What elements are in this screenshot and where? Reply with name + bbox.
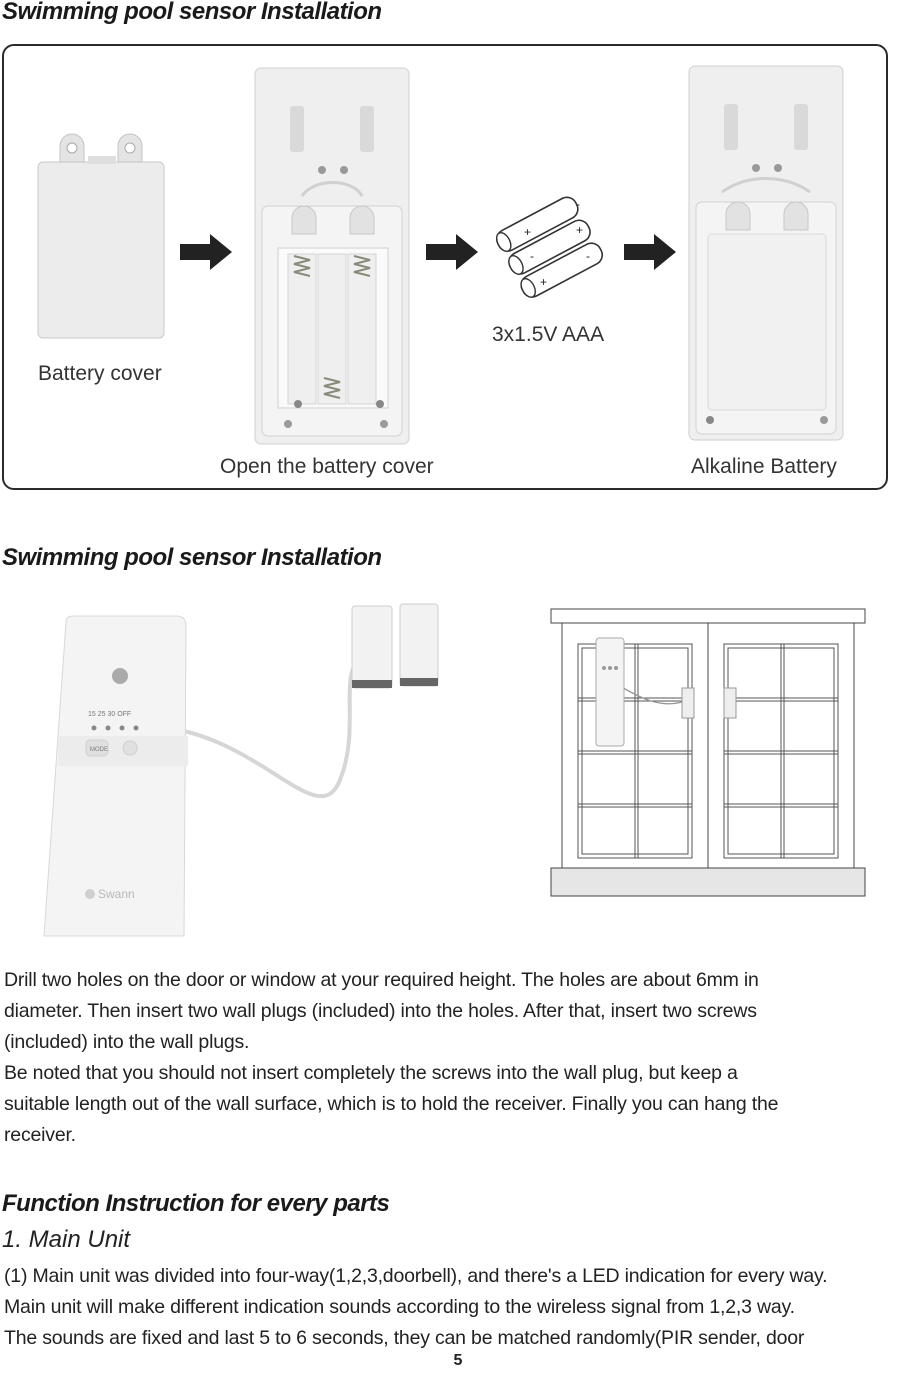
battery-plus-mark: + (524, 225, 531, 239)
description-line: The sounds are fixed and last 5 to 6 sec… (4, 1327, 805, 1349)
main-unit-subtitle: 1. Main Unit (2, 1226, 131, 1253)
arrow-right-icon (426, 234, 478, 270)
open-battery-compartment-image (254, 67, 410, 445)
battery-minus-mark: - (576, 197, 580, 211)
aaa-batteries-icon: + + + - - - (495, 196, 604, 298)
pool-sensor-image: 15 25 30 OFF MODE Swann (43, 603, 439, 937)
battery-cover-caption: Battery cover (38, 362, 162, 385)
closed-device-image (688, 65, 844, 441)
swann-logo: Swann (98, 887, 135, 901)
battery-cover-image (37, 133, 165, 339)
function-title: Function Instruction for every parts (2, 1190, 390, 1217)
arrow-right-icon (180, 234, 232, 270)
instruction-line: Drill two holes on the door or window at… (4, 969, 759, 991)
battery-minus-mark: - (586, 249, 590, 263)
main-unit-description: (1) Main unit was divided into four-way(… (4, 1261, 916, 1354)
instruction-line: Be noted that you should not insert comp… (4, 1062, 738, 1084)
open-cover-caption: Open the battery cover (220, 455, 434, 478)
arrow-right-icon (624, 234, 676, 270)
instruction-line: diameter. Then insert two wall plugs (in… (4, 1000, 757, 1022)
window-mounting-diagram (550, 608, 866, 897)
section-title-mounting: Swimming pool sensor Installation (2, 544, 382, 571)
description-line: (1) Main unit was divided into four-way(… (4, 1265, 828, 1287)
battery-plus-mark: + (540, 275, 547, 289)
page-number: 5 (453, 1352, 463, 1369)
battery-minus-mark: - (530, 249, 534, 263)
instruction-line: receiver. (4, 1124, 76, 1146)
instruction-line: (included) into the wall plugs. (4, 1031, 250, 1053)
batteries-caption: 3x1.5V AAA (492, 323, 605, 346)
battery-plus-mark: + (576, 223, 583, 237)
battery-install-panel (2, 44, 888, 490)
mounting-instructions: Drill two holes on the door or window at… (4, 965, 916, 1151)
instruction-line: suitable length out of the wall surface,… (4, 1093, 779, 1115)
section-title-battery: Swimming pool sensor Installation (2, 0, 382, 25)
description-line: Main unit will make different indication… (4, 1296, 795, 1318)
mode-button-label: MODE (90, 747, 108, 753)
led-labels: 15 25 30 OFF (88, 711, 131, 718)
alkaline-caption: Alkaline Battery (691, 455, 837, 478)
